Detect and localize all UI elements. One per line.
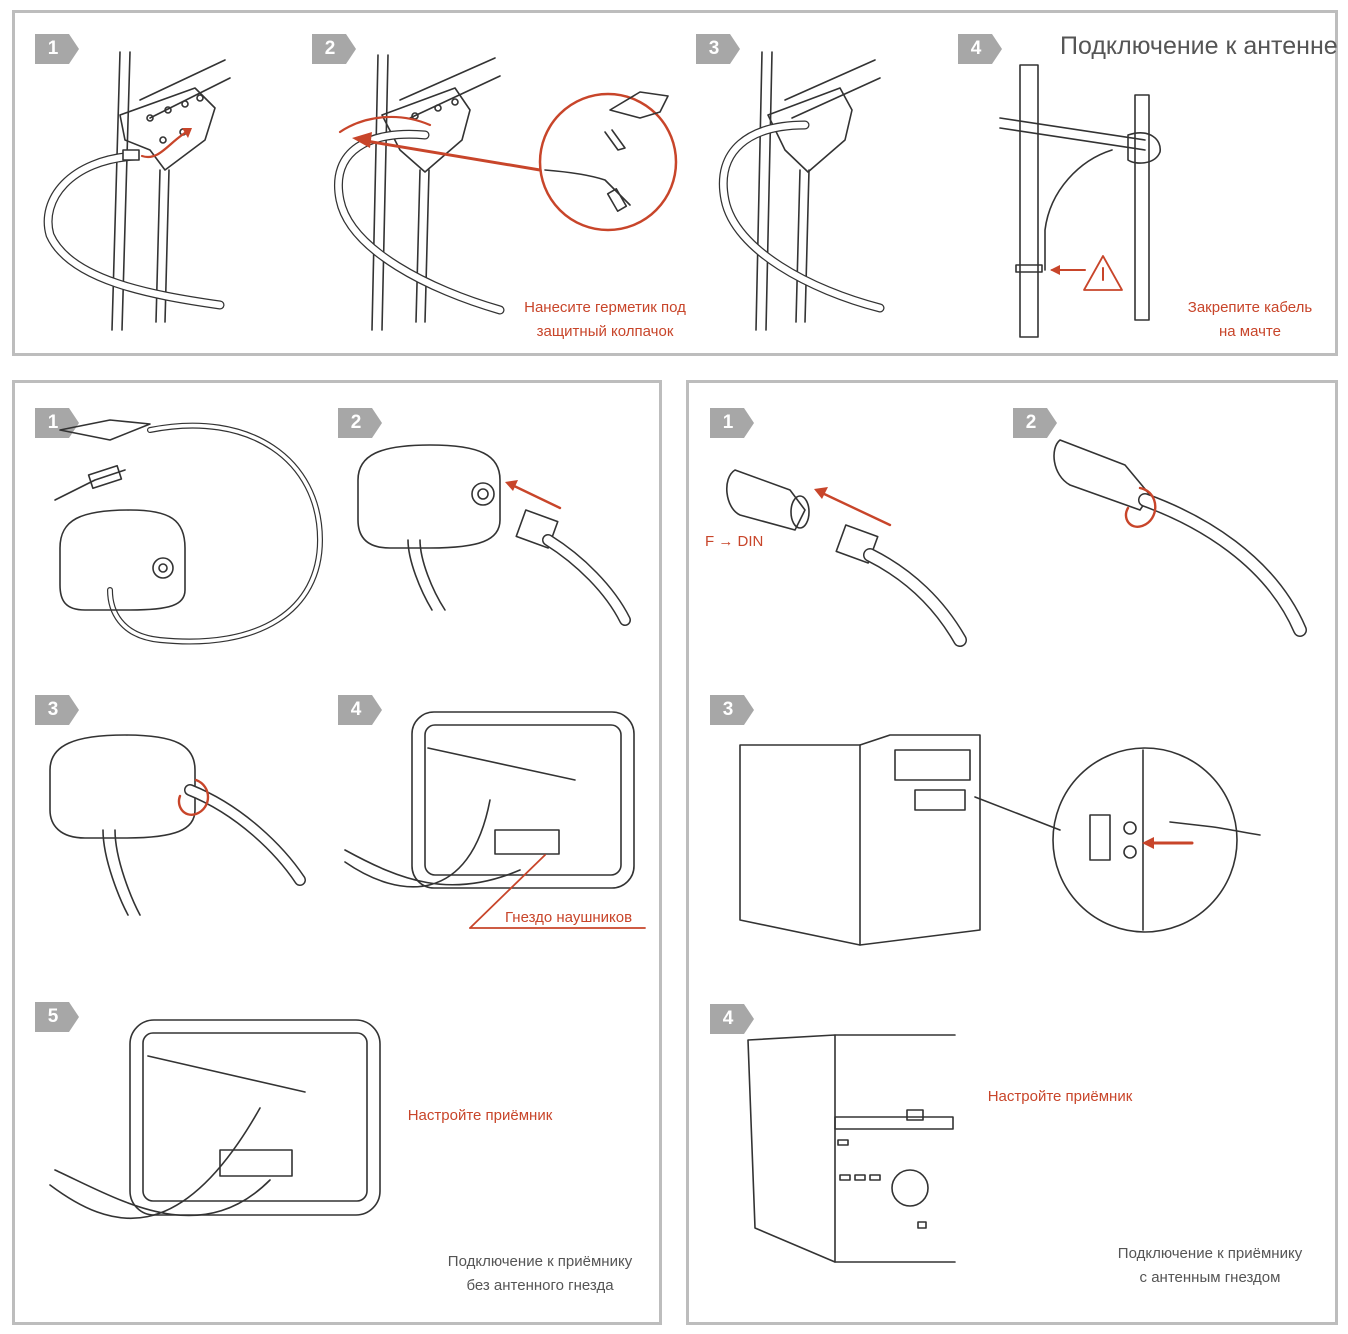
caption-tune-receiver: Настройте приёмник	[987, 1088, 1133, 1105]
badge-shape	[696, 34, 740, 64]
sealant-tube	[544, 91, 669, 212]
mast-with-bracket	[999, 64, 1161, 338]
step-badge: 5	[35, 1002, 81, 1032]
arrow-head	[505, 480, 518, 491]
step-badge: 4	[710, 1004, 756, 1034]
caption-fix-cable: Закрепите кабель на мачте	[1187, 299, 1313, 340]
page-title: Подключение к антенне	[1060, 32, 1338, 60]
din-adapter-assembled	[1053, 439, 1307, 637]
f-connector-cable	[835, 524, 967, 647]
badge-shape	[35, 408, 79, 438]
f-connector-cable	[515, 509, 631, 626]
badge-shape	[35, 695, 79, 725]
hifi-unit-back	[739, 734, 981, 946]
radio-receiver	[49, 1019, 381, 1219]
badge-shape	[710, 695, 754, 725]
badge-shape	[338, 408, 382, 438]
caption-sealant: Нанесите герметик под защитный колпачок	[524, 299, 686, 340]
antenna-connection-panel	[12, 10, 1338, 356]
step-badge: 2	[312, 34, 358, 64]
step-badge: 4	[338, 695, 384, 725]
step-badge: 2	[338, 408, 384, 438]
warning-icon	[1083, 255, 1123, 291]
pointer-line	[469, 854, 546, 929]
zoom-line	[974, 796, 1061, 831]
din-adapter	[726, 469, 810, 531]
label-headphone-jack: Гнездо наушников	[505, 909, 633, 926]
badge-shape	[958, 34, 1002, 64]
antenna-adapter-kit	[54, 419, 323, 645]
step-badge: 1	[35, 34, 81, 64]
arrow-head	[814, 487, 828, 499]
receiver-without-antenna-jack-panel	[12, 380, 662, 1325]
adapter-box	[357, 444, 501, 611]
footer-caption: Подключение к приёмнику с антенным гнезд…	[1117, 1245, 1303, 1286]
arrow-head	[1050, 265, 1060, 275]
radio-receiver	[411, 711, 635, 889]
detail-magnifier	[538, 92, 678, 232]
badge-shape	[710, 408, 754, 438]
step-badge: 3	[696, 34, 742, 64]
label-f-din-adapter: F → DIN	[705, 533, 764, 550]
footer-caption: Подключение к приёмнику без антенного гн…	[447, 1253, 633, 1294]
adapter-box	[49, 734, 306, 916]
caption-tune-receiver: Настройте приёмник	[407, 1107, 553, 1124]
receiver-with-antenna-jack-panel	[686, 380, 1338, 1325]
coax-cable	[43, 149, 225, 310]
hifi-unit-front	[747, 1034, 956, 1263]
coax-cable	[334, 129, 505, 315]
slide-cap-arrow	[338, 115, 432, 134]
badge-shape	[710, 1004, 754, 1034]
step-badge: 2	[1013, 408, 1059, 438]
radio-cables	[344, 799, 521, 888]
arrow-head	[182, 128, 192, 138]
antenna-mast-illustration	[371, 54, 501, 331]
step-badge: 4	[958, 34, 1004, 64]
insert-arrow	[508, 482, 562, 510]
tighten-rotation-arrow	[177, 778, 210, 816]
pointer-arrow	[358, 138, 542, 172]
step-badge: 1	[710, 408, 756, 438]
step-badge: 3	[710, 695, 756, 725]
badge-shape	[312, 34, 356, 64]
step-badge: 1	[35, 408, 81, 438]
badge-shape	[1013, 408, 1057, 438]
insert-arrow	[818, 490, 892, 527]
badge-shape	[35, 34, 79, 64]
coax-cable	[718, 120, 885, 313]
insert-arrow	[140, 128, 192, 159]
tighten-rotation-arrow	[1124, 486, 1157, 528]
detail-magnifier	[1052, 747, 1238, 933]
arrow-head	[352, 132, 372, 148]
antenna-mast-illustration	[755, 51, 881, 331]
step-badge: 3	[35, 695, 81, 725]
arrow-head	[1142, 837, 1154, 849]
badge-shape	[35, 1002, 79, 1032]
antenna-socket-detail	[1089, 749, 1261, 931]
badge-shape	[338, 695, 382, 725]
